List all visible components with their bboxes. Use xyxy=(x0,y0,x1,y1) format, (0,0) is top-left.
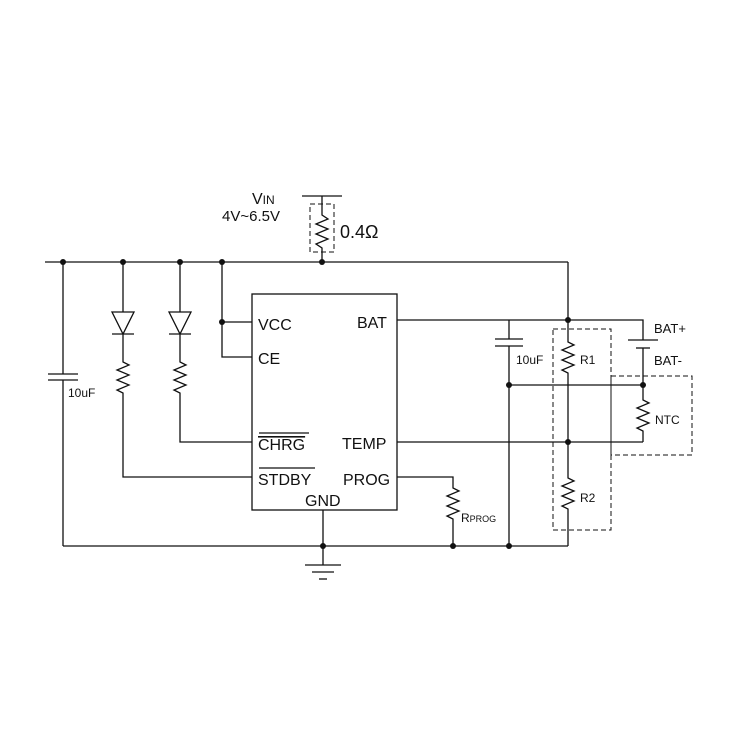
vin-label: VIN xyxy=(252,191,275,208)
bat-minus-label: BAT- xyxy=(654,353,682,368)
ntc-dashed-box xyxy=(610,375,693,456)
output-capacitor: 10uF xyxy=(495,320,543,546)
stdby-led-diode-icon xyxy=(110,311,136,336)
pin-gnd: GND xyxy=(305,493,341,510)
chrg-led-diode-icon xyxy=(167,311,193,336)
output-capacitor-label: 10uF xyxy=(516,353,543,367)
chrg-led-branch xyxy=(167,262,252,443)
pin-vcc: VCC xyxy=(258,317,292,334)
input-capacitor: 10uF xyxy=(48,262,95,546)
ground xyxy=(305,510,341,580)
pin-prog: PROG xyxy=(343,472,390,489)
ntc-thermistor: NTC xyxy=(635,385,680,442)
stdby-resistor xyxy=(115,334,252,478)
r1-label: R1 xyxy=(580,353,596,367)
rprog-resistor: RPROG xyxy=(397,476,496,546)
series-resistor-label: 0.4Ω xyxy=(340,222,378,242)
pin-ce: CE xyxy=(258,351,280,368)
pin-stdby: STDBY xyxy=(258,472,312,489)
input-capacitor-label: 10uF xyxy=(68,386,95,400)
r2-label: R2 xyxy=(580,491,596,505)
rprog-label: RPROG xyxy=(461,511,496,525)
stdby-led-branch xyxy=(110,262,252,478)
pin-bat: BAT xyxy=(357,315,387,332)
vin-range-label: 4V~6.5V xyxy=(222,208,280,225)
r2-resistor: R2 xyxy=(560,442,596,546)
ntc-label: NTC xyxy=(655,413,680,427)
charger-ic: VCC CE CHRG STDBY BAT TEMP PROG GND xyxy=(251,293,398,511)
bat-plus-label: BAT+ xyxy=(654,321,686,336)
r1-resistor: R1 xyxy=(560,262,596,442)
junctions xyxy=(60,259,646,549)
vin-supply: VIN 4V~6.5V 0.4Ω xyxy=(222,191,378,262)
pin-chrg: CHRG xyxy=(258,437,305,454)
series-resistor: 0.4Ω xyxy=(309,203,378,262)
chrg-resistor xyxy=(172,334,252,443)
divider-dashed-box xyxy=(552,328,612,531)
battery: BAT+ BAT- xyxy=(628,321,686,385)
pin-temp: TEMP xyxy=(342,436,386,453)
